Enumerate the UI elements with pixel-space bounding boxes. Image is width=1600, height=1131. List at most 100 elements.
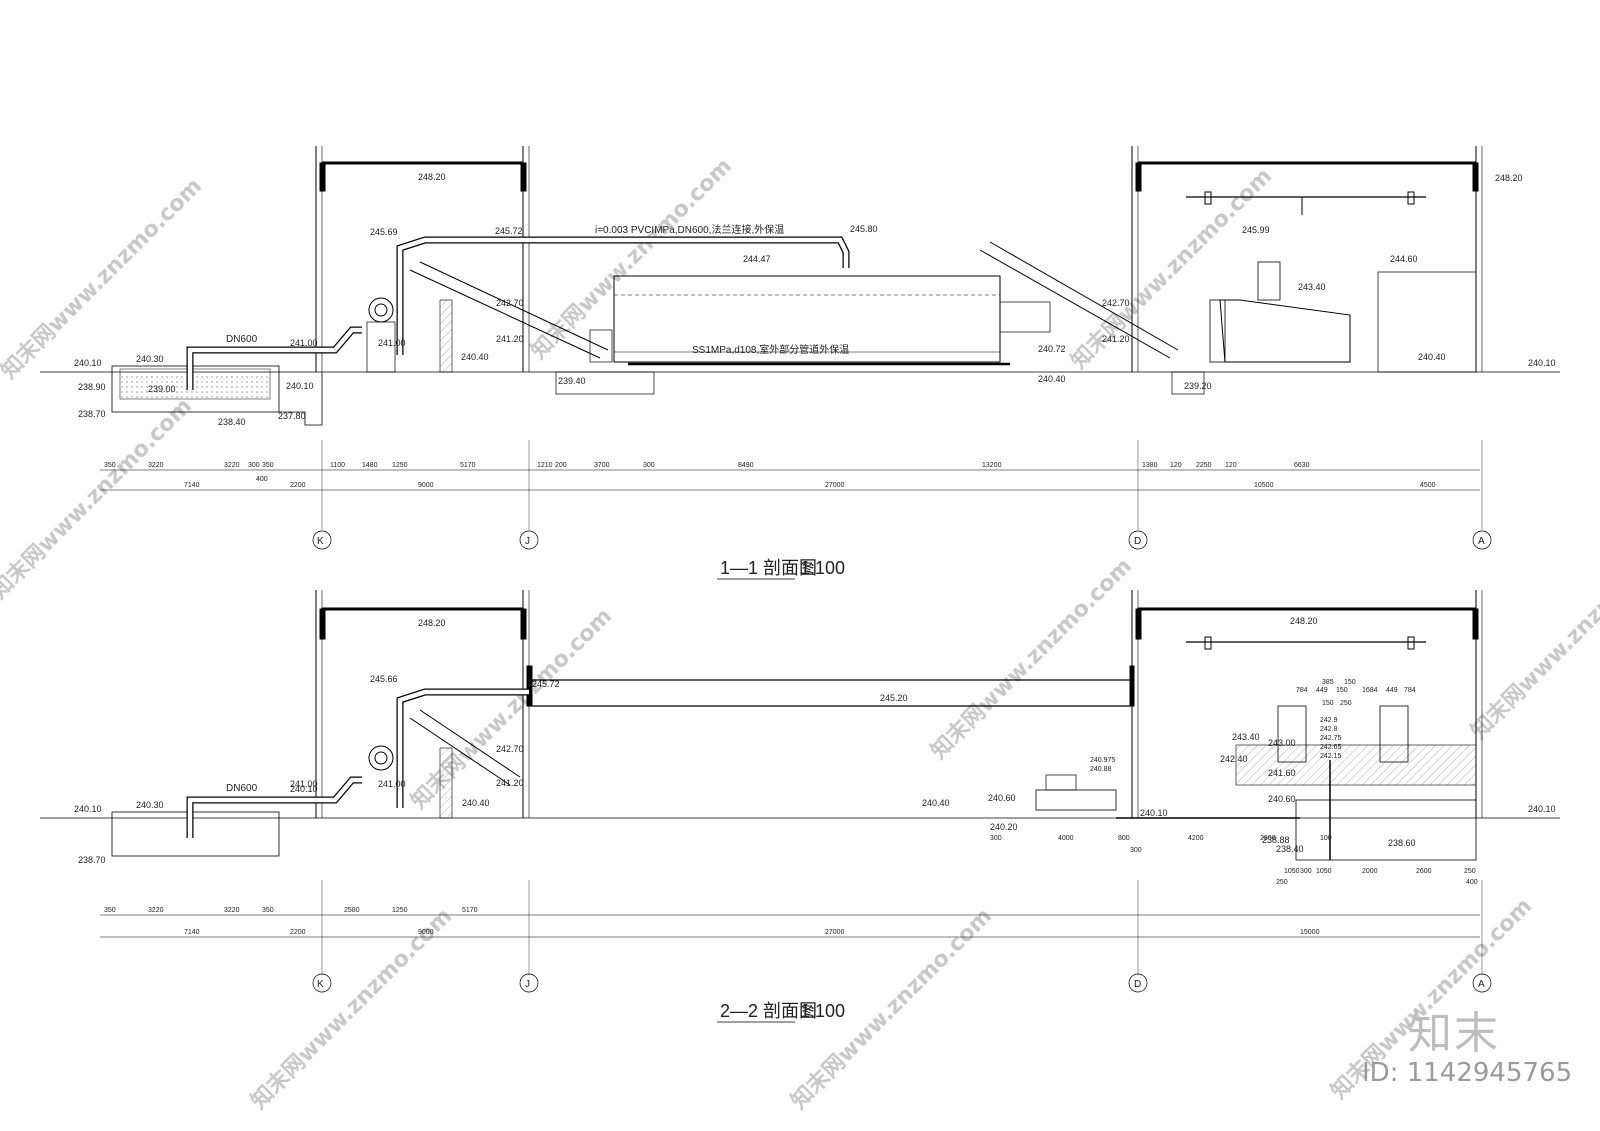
dimension-label: 3220 bbox=[148, 907, 164, 914]
elevation-label: 241.00 bbox=[378, 338, 406, 348]
dimension-label: 300 bbox=[1300, 868, 1312, 875]
elevation-label: 245.72 bbox=[495, 226, 523, 236]
elevation-label: 241.60 bbox=[1268, 768, 1296, 778]
dimension-label: 449 bbox=[1316, 687, 1328, 694]
elevation-label: 245.80 bbox=[850, 224, 878, 234]
elevation-label: 240.60 bbox=[988, 793, 1016, 803]
dimension-label: 15000 bbox=[1300, 929, 1320, 936]
dimension-label: 3220 bbox=[148, 462, 164, 469]
dimension-label: 3220 bbox=[224, 462, 240, 469]
dimension-label: 400 bbox=[256, 476, 268, 483]
section-2-labels: DN600 2—2 剖面图 1:100 K J D A 248.20245.66… bbox=[74, 616, 1556, 1021]
elevation-label: 240.40 bbox=[461, 352, 489, 362]
elevation-label: 243.40 bbox=[1232, 732, 1260, 742]
dimension-label: 2200 bbox=[290, 929, 306, 936]
dimension-label: 8490 bbox=[738, 462, 754, 469]
elevation-label: 240.10 bbox=[286, 381, 314, 391]
dimension-label: 100 bbox=[1320, 835, 1332, 842]
svg-text:知末网www.znzmo.com: 知末网www.znzmo.com bbox=[0, 173, 207, 384]
dimension-label: 27000 bbox=[825, 482, 845, 489]
dimension-label: 1480 bbox=[362, 462, 378, 469]
dimension-label: 350 bbox=[262, 907, 274, 914]
svg-text:知末网www.znzmo.com: 知末网www.znzmo.com bbox=[926, 553, 1137, 764]
elevation-label: 238.40 bbox=[1276, 844, 1304, 854]
dimension-label: 1250 bbox=[392, 462, 408, 469]
dimension-label: 1684 bbox=[1362, 687, 1378, 694]
axis-a-2: A bbox=[1478, 979, 1485, 990]
elevation-label: 241.20 bbox=[496, 334, 524, 344]
dimension-label: 2200 bbox=[290, 482, 306, 489]
dimension-label: 27000 bbox=[825, 929, 845, 936]
elevation-label: 240.30 bbox=[136, 354, 164, 364]
dimension-label: 250 bbox=[1340, 700, 1352, 707]
dimension-label: 2580 bbox=[344, 907, 360, 914]
elevation-label: 240.10 bbox=[1140, 808, 1168, 818]
elevation-label: 241.00 bbox=[290, 338, 318, 348]
axis-a-1: A bbox=[1478, 536, 1485, 547]
elevation-label: 242.40 bbox=[1220, 754, 1248, 764]
dimension-label: 9000 bbox=[418, 482, 434, 489]
elevation-label: 245.99 bbox=[1242, 225, 1270, 235]
elevation-label: 239.20 bbox=[1184, 381, 1212, 391]
axis-k-2: K bbox=[317, 979, 324, 990]
dimension-label: 2600 bbox=[1416, 868, 1432, 875]
elevation-label: 238.70 bbox=[78, 409, 106, 419]
dimension-label: 4000 bbox=[1058, 835, 1074, 842]
dimension-label: 784 bbox=[1404, 687, 1416, 694]
elevation-label: 240.72 bbox=[1038, 344, 1066, 354]
elevation-label: 240.10 bbox=[1528, 804, 1556, 814]
dimension-label: 2800 bbox=[1260, 835, 1276, 842]
elevation-label: 244.47 bbox=[743, 254, 771, 264]
elevation-label: 240.40 bbox=[1038, 374, 1066, 384]
elevation-label: 240.40 bbox=[462, 798, 490, 808]
dimension-label: 250 bbox=[1276, 879, 1288, 886]
equipment-elevation: 242.8 bbox=[1320, 726, 1338, 733]
dimension-label: 7140 bbox=[184, 482, 200, 489]
equipment-elevation: 240.975 bbox=[1090, 757, 1115, 764]
svg-text:知末网www.znzmo.com: 知末网www.znzmo.com bbox=[0, 393, 197, 604]
watermark-layer: 知末网www.znzmo.com 知末网www.znzmo.com 知末网www… bbox=[0, 153, 1600, 1114]
dimension-label: 4200 bbox=[1188, 835, 1204, 842]
section-1-1 bbox=[40, 146, 1560, 580]
elevation-label: 248.20 bbox=[418, 618, 446, 628]
svg-text:知末网www.znzmo.com: 知末网www.znzmo.com bbox=[1066, 163, 1277, 374]
elevation-label: 240.10 bbox=[290, 784, 318, 794]
section-2-scale: 1:100 bbox=[800, 1001, 845, 1021]
elevation-label: 240.60 bbox=[1268, 794, 1296, 804]
dimension-label: 1210 bbox=[537, 462, 553, 469]
dimension-label: 250 bbox=[1464, 868, 1476, 875]
dimension-label: 385 bbox=[1322, 679, 1334, 686]
equipment-elevation: 242.75 bbox=[1320, 735, 1342, 742]
dimension-label: 1050 bbox=[1284, 868, 1300, 875]
dimension-label: 150 bbox=[1322, 700, 1334, 707]
elevation-label: 241.20 bbox=[496, 778, 524, 788]
elevation-label: 242.70 bbox=[496, 298, 524, 308]
dimension-label: 350 bbox=[104, 462, 116, 469]
axis-d-2: D bbox=[1134, 979, 1141, 990]
elevation-label: 238.70 bbox=[78, 855, 106, 865]
elevation-label: 242.70 bbox=[496, 744, 524, 754]
elevation-label: 242.70 bbox=[1102, 298, 1130, 308]
elevation-label: 238.90 bbox=[78, 382, 106, 392]
dimension-label: 350 bbox=[104, 907, 116, 914]
elevation-label: 243.40 bbox=[1298, 282, 1326, 292]
elevation-label: 248.20 bbox=[1290, 616, 1318, 626]
dimension-label: 1380 bbox=[1142, 462, 1158, 469]
svg-text:知末网www.znzmo.com: 知末网www.znzmo.com bbox=[1466, 533, 1600, 744]
elevation-label: 238.40 bbox=[218, 417, 246, 427]
brand-logo: 知末 bbox=[1408, 1008, 1500, 1059]
dimension-label: 6630 bbox=[1294, 462, 1310, 469]
elevation-label: 240.10 bbox=[74, 804, 102, 814]
dimension-label: 300 bbox=[643, 462, 655, 469]
elevation-label: 241.00 bbox=[290, 779, 318, 789]
dimension-label: 2000 bbox=[1362, 868, 1378, 875]
dimension-label: 13200 bbox=[982, 462, 1002, 469]
elevation-label: 240.10 bbox=[1528, 358, 1556, 368]
elevation-label: 240.10 bbox=[74, 358, 102, 368]
dimension-label: 784 bbox=[1296, 687, 1308, 694]
pipe-label-2: SS1MPa,d108,室外部分管道外保温 bbox=[692, 343, 849, 356]
